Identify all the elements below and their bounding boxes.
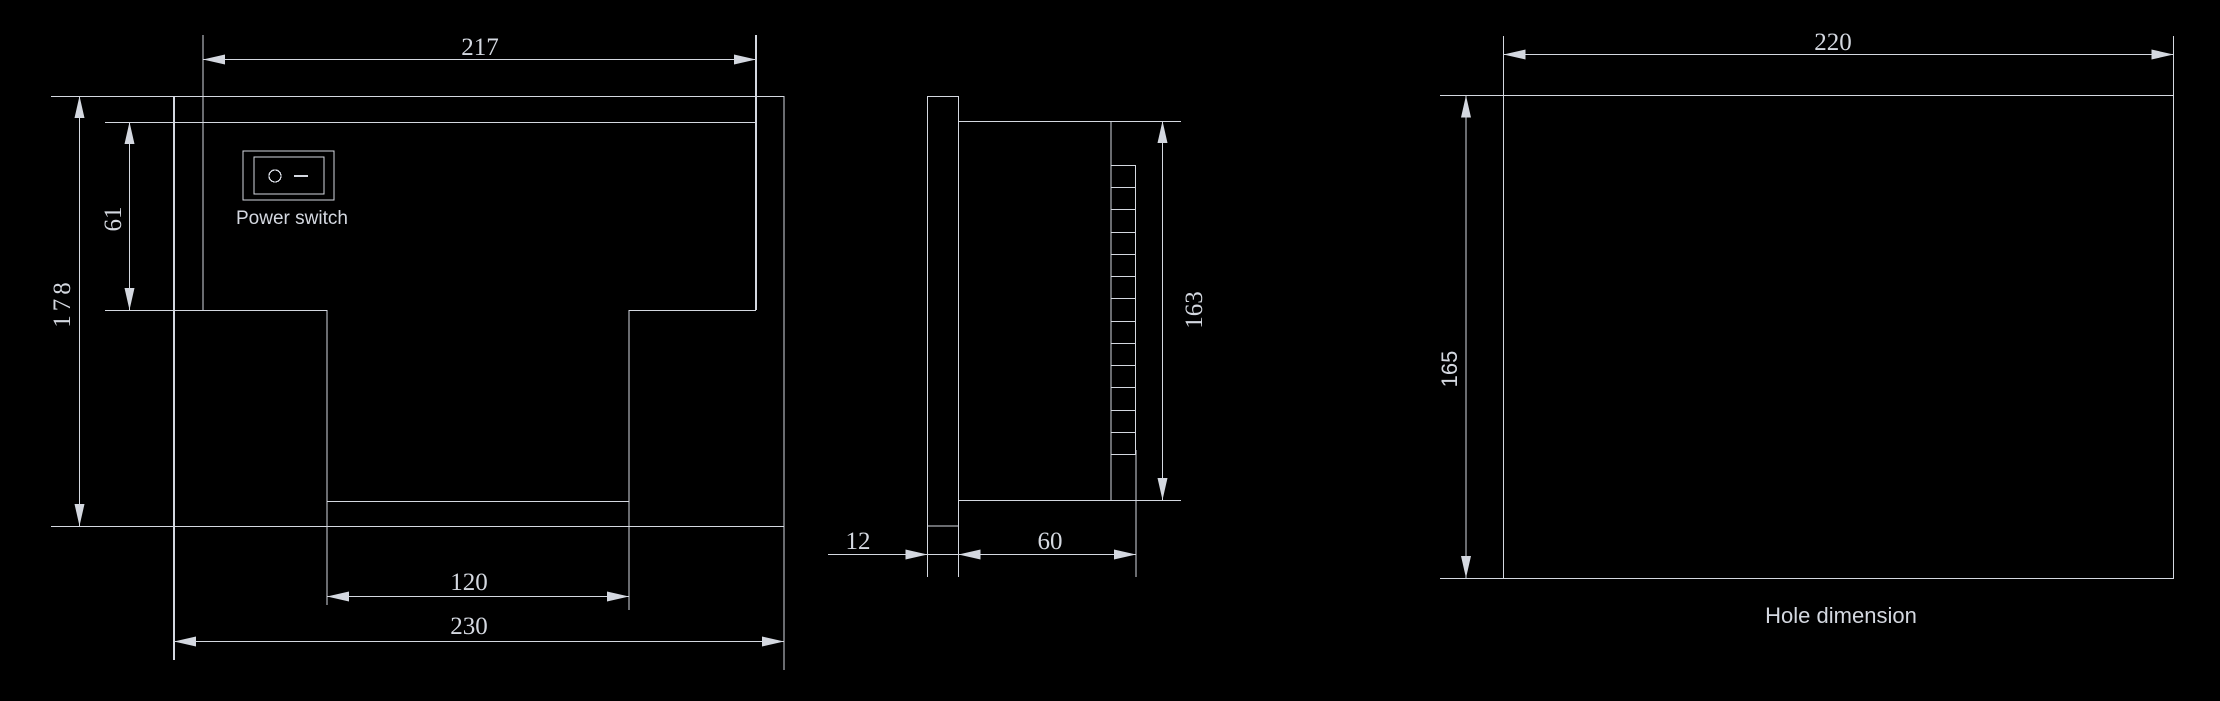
power-switch xyxy=(242,150,335,201)
dimension-depths: 12 60 xyxy=(828,528,1136,560)
hole-view: 220 165 Hole dimension xyxy=(1437,29,2175,628)
hole-dimension-caption: Hole dimension xyxy=(1765,603,1917,628)
dimension-top-width: 217 xyxy=(203,34,756,65)
dim-217: 217 xyxy=(461,34,499,61)
dim-163: 163 xyxy=(1181,291,1208,329)
dim-230: 230 xyxy=(450,613,488,640)
front-view: Power switch 217 178 61 120 xyxy=(49,34,785,670)
side-front-plate xyxy=(926,95,960,527)
power-switch-label: Power switch xyxy=(236,208,348,229)
dim-120: 120 xyxy=(450,569,488,596)
switch-off-icon xyxy=(268,169,282,183)
dim-178: 178 xyxy=(49,278,76,328)
dim-165: 165 xyxy=(1437,351,1462,388)
dim-60: 60 xyxy=(1038,528,1063,555)
dimension-body-height: 163 xyxy=(1157,121,1208,500)
dimension-total-width: 230 xyxy=(174,613,784,647)
dimension-upper-height: 61 xyxy=(100,122,135,310)
side-view: 163 12 60 xyxy=(828,95,1208,577)
side-body xyxy=(958,120,1181,502)
dimension-notch-width: 120 xyxy=(327,569,629,602)
dim-220: 220 xyxy=(1814,29,1852,56)
dim-12: 12 xyxy=(846,528,871,555)
front-view-outline xyxy=(51,35,785,670)
dimension-total-height: 178 xyxy=(49,96,85,526)
dim-61: 61 xyxy=(100,207,127,232)
heat-sink-fins xyxy=(1111,164,1137,577)
dimension-hole-width: 220 xyxy=(1503,29,2174,60)
dimension-hole-height: 165 xyxy=(1437,95,1471,578)
